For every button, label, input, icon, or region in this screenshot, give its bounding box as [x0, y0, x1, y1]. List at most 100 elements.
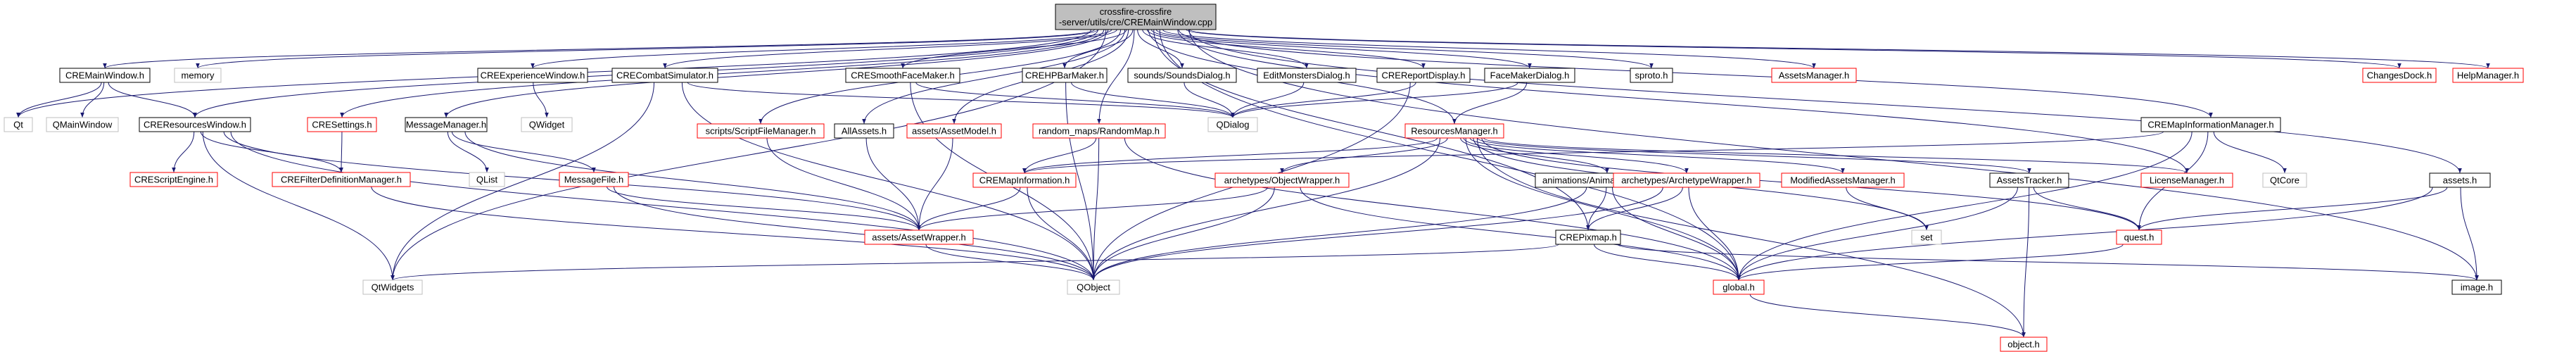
root-file-label-line-2: -server/utils/cre/CREMainWindow.cpp — [1059, 17, 1212, 27]
node-box — [59, 68, 151, 83]
node-box — [362, 279, 423, 295]
node-qt-core[interactable]: QtCore — [2262, 172, 2307, 188]
node-box — [611, 68, 718, 83]
node-label: AllAssets.h — [842, 126, 887, 137]
edge-resources-manager-to-archetype-wrapper — [1463, 137, 1689, 174]
node-crescript-engine[interactable]: CREScriptEngine.h — [129, 172, 218, 187]
node-crefilter-definition-manager[interactable]: CREFilterDefinitionManager.h — [272, 172, 411, 187]
edge-creresources-window-to-crescript-engine — [172, 131, 195, 173]
node-asset-wrapper[interactable]: assets/AssetWrapper.h — [864, 230, 974, 245]
node-crereport-display[interactable]: CREReportDisplay.h — [1376, 68, 1471, 83]
node-crecombat-simulator[interactable]: CRECombatSimulator.h — [611, 68, 718, 83]
node-box — [1207, 117, 1258, 132]
edge-script-file-manager-to-asset-wrapper — [766, 137, 921, 231]
node-box — [1989, 172, 2069, 188]
node-assets-h[interactable]: assets.h — [2429, 172, 2491, 188]
node-label: set — [1920, 232, 1933, 243]
node-script-file-manager[interactable]: scripts/ScriptFileManager.h — [697, 123, 825, 139]
edge-cremap-information-manager-to-qt-core — [2213, 131, 2287, 174]
edge-asset-wrapper-to-qobject — [925, 244, 1096, 281]
edge-cremap-information-manager-to-cremap-information — [1022, 131, 2164, 174]
node-face-maker-dialog[interactable]: FaceMakerDialog.h — [1484, 68, 1575, 83]
node-label: CREExperienceWindow.h — [481, 70, 585, 81]
node-message-manager[interactable]: MessageManager.h — [405, 117, 488, 132]
edge-all-assets-to-asset-wrapper — [865, 137, 921, 231]
node-resources-manager[interactable]: ResourcesManager.h — [1404, 123, 1504, 139]
edge-root-to-crecombat-simulator — [663, 29, 1117, 69]
edge-root-to-license-manager — [1177, 29, 2189, 174]
edge-random-map-to-global — [1124, 137, 1741, 281]
node-assets-manager[interactable]: AssetsManager.h — [1771, 68, 1857, 83]
node-qdialog[interactable]: QDialog — [1207, 117, 1258, 132]
node-cremain-window[interactable]: CREMainWindow.h — [59, 68, 151, 83]
node-qlist[interactable]: QList — [469, 172, 505, 187]
node-all-assets[interactable]: AllAssets.h — [834, 123, 894, 139]
node-box — [1630, 68, 1673, 83]
edge-archetype-wrapper-to-qobject — [1091, 187, 1663, 281]
node-box — [1713, 279, 1765, 295]
node-memory[interactable]: memory — [174, 68, 222, 83]
edge-root-to-sproto — [1155, 29, 1654, 69]
edge-cremap-information-manager-to-global — [1737, 131, 2193, 281]
node-label: QList — [476, 175, 498, 185]
node-object-wrapper[interactable]: archetypes/ObjectWrapper.h — [1214, 172, 1350, 188]
node-label: ResourcesManager.h — [1411, 126, 1498, 137]
edge-cremap-information-to-asset-wrapper — [917, 187, 1021, 231]
node-random-map[interactable]: random_maps/RandomMap.h — [1032, 123, 1166, 139]
node-set[interactable]: set — [1911, 230, 1942, 245]
edge-cresmooth-face-maker-to-qdialog — [915, 82, 1235, 118]
edge-root-to-message-manager — [444, 29, 1109, 118]
edge-assets-tracker-to-quest — [2033, 187, 2141, 231]
node-crehpbar-maker[interactable]: CREHPBarMaker.h — [1022, 68, 1108, 83]
edge-crepixmap-to-global — [1594, 244, 1741, 281]
node-creexperience-window[interactable]: CREExperienceWindow.h — [477, 68, 588, 83]
node-label: object.h — [2007, 339, 2040, 350]
node-message-file[interactable]: MessageFile.h — [559, 172, 629, 187]
node-box — [1404, 123, 1504, 139]
node-box — [4, 117, 33, 132]
node-box — [1067, 279, 1120, 295]
node-label: ModifiedAssetsManager.h — [1790, 175, 1896, 186]
node-help-manager[interactable]: HelpManager.h — [2452, 68, 2524, 83]
node-qmain-window[interactable]: QMainWindow — [46, 117, 119, 132]
node-qt-widgets[interactable]: QtWidgets — [362, 279, 423, 295]
node-label: CREMapInformation.h — [979, 175, 1070, 186]
node-sproto[interactable]: sproto.h — [1630, 68, 1673, 83]
node-creresources-window[interactable]: CREResourcesWindow.h — [139, 117, 251, 132]
edge-archetype-wrapper-to-crepixmap — [1586, 187, 1683, 231]
node-crepixmap[interactable]: CREPixmap.h — [1555, 230, 1621, 245]
node-qt[interactable]: Qt — [4, 117, 33, 132]
node-box — [2140, 117, 2281, 132]
node-assets-tracker[interactable]: AssetsTracker.h — [1989, 172, 2069, 188]
node-cremap-information[interactable]: CREMapInformation.h — [972, 172, 1077, 188]
node-label: assets.h — [2443, 175, 2477, 186]
node-changes-dock[interactable]: ChangesDock.h — [2362, 68, 2437, 83]
node-cresettings[interactable]: CRESettings.h — [307, 117, 377, 132]
node-archetype-wrapper[interactable]: archetypes/ArchetypeWrapper.h — [1613, 172, 1760, 188]
node-label: AssetsTracker.h — [1997, 175, 2062, 186]
node-license-manager[interactable]: LicenseManager.h — [2140, 172, 2233, 188]
edge-root-to-cresettings — [340, 29, 1105, 118]
node-box — [521, 117, 573, 132]
node-box — [1771, 68, 1857, 83]
node-edit-monsters-dialog[interactable]: EditMonstersDialog.h — [1257, 68, 1357, 83]
node-qobject[interactable]: QObject — [1067, 279, 1120, 295]
node-label: CREResourcesWindow.h — [144, 120, 246, 130]
edge-object-wrapper-to-qobject — [1091, 187, 1275, 281]
node-image[interactable]: image.h — [2451, 279, 2502, 295]
node-sounds-dialog[interactable]: sounds/SoundsDialog.h — [1127, 68, 1237, 83]
edge-cremap-information-to-qobject — [1027, 187, 1096, 281]
node-global[interactable]: global.h — [1713, 279, 1765, 295]
edge-cremain-window-to-creresources-window — [108, 82, 197, 118]
node-qwidget[interactable]: QWidget — [521, 117, 573, 132]
node-label: global.h — [1722, 282, 1755, 293]
node-label: QDialog — [1217, 120, 1250, 130]
node-quest[interactable]: quest.h — [2116, 230, 2162, 245]
node-cresmooth-face-maker[interactable]: CRESmoothFaceMaker.h — [845, 68, 960, 83]
edge-assets-tracker-to-global — [1737, 187, 2018, 281]
root-file-node[interactable]: crossfire-crossfire -server/utils/cre/CR… — [1055, 4, 1217, 30]
node-modified-assets-manager[interactable]: ModifiedAssetsManager.h — [1781, 172, 1905, 188]
node-asset-model[interactable]: assets/AssetModel.h — [906, 123, 1002, 139]
node-cremap-information-manager[interactable]: CREMapInformationManager.h — [2140, 117, 2281, 132]
node-object[interactable]: object.h — [2000, 337, 2048, 352]
